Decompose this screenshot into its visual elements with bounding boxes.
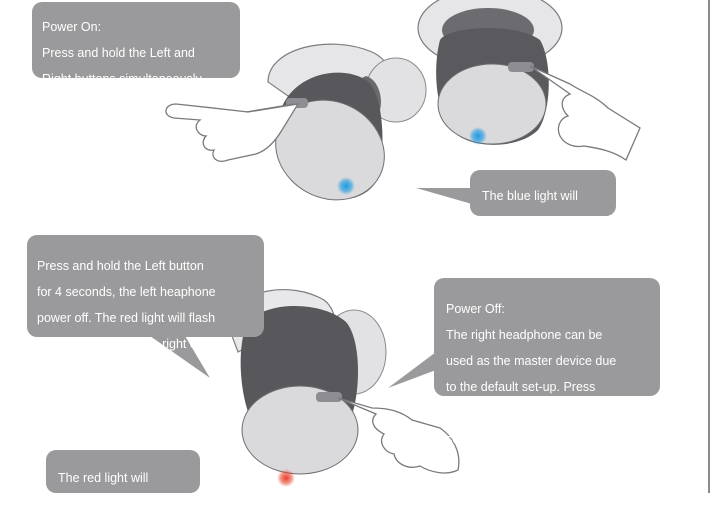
power-on-callout: Power On: Press and hold the Left and Ri…	[32, 2, 240, 78]
red-led	[277, 469, 295, 487]
blue-led-left	[337, 177, 355, 195]
callout-line: The right headphone can be	[446, 329, 650, 342]
blue-bubble-pointer	[416, 188, 472, 204]
callout-line: The red light will	[58, 472, 188, 485]
callout-line: can work normally.	[37, 364, 254, 377]
callout-line: seconds, headphones power off.	[446, 433, 650, 446]
power-off-callout: Power Off: The right headphone can be us…	[434, 278, 660, 396]
power-off-bubble-pointer	[388, 352, 436, 388]
callout-line: power off. The red light will flash	[37, 312, 254, 325]
callout-line: flash for 1 second.	[58, 498, 188, 511]
callout-line: and hold the Right button for 4	[446, 407, 650, 420]
callout-line: go on for 1 second.	[482, 216, 606, 229]
callout-line: Power Off:	[446, 303, 650, 316]
callout-line: for 2 seconds.	[42, 99, 230, 112]
page-edge-divider	[708, 0, 710, 493]
callout-line: to the default set-up. Press	[446, 381, 650, 394]
callout-line: The blue light will	[482, 190, 606, 203]
callout-line: used as the master device due	[446, 355, 650, 368]
callout-line: for 4 seconds, the left heaphone	[37, 286, 254, 299]
blue-led-right	[469, 127, 487, 145]
left-power-off-callout: Press and hold the Left button for 4 sec…	[27, 235, 264, 337]
callout-line: Press and hold the Left and	[42, 47, 230, 60]
blue-light-callout: The blue light will go on for 1 second.	[470, 170, 616, 216]
red-light-callout: The red light will flash for 1 second.	[46, 450, 200, 493]
callout-line: Right buttons simultaneously	[42, 73, 230, 86]
callout-line: for 1 second while the right one	[37, 338, 254, 351]
callout-line: Press and hold the Left button	[37, 260, 254, 273]
callout-line: Power On:	[42, 21, 230, 34]
